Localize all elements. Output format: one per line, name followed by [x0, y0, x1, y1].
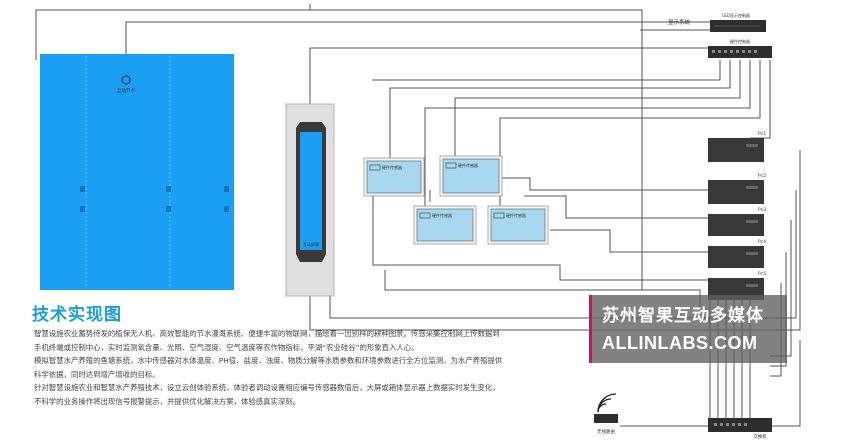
article-line: 模拟智慧水产养殖的鱼塘系统，水中传感器对水体温度、PH值、盐度、浊度、物质分解等… [34, 356, 503, 366]
hardware-controller-label: 硬件控制器 [730, 38, 750, 44]
switch-label: 交换机 [753, 433, 767, 440]
chip-icon [493, 212, 505, 219]
network-switch: 交换机 [708, 418, 772, 440]
sensor-1-label: 硬件传感器 [382, 164, 402, 170]
capsule-screen-label: 互动屏幕 [303, 241, 319, 247]
article-body: 智慧设施农业蓄势待发的植保无人机、高效智能的节水灌溉系统、便捷丰富的物联网，描绘… [34, 327, 594, 409]
watermark-banner: 苏州智果互动多媒体 ALLINLABS.COM [589, 295, 787, 363]
capsule-screen-unit: 互动屏幕 [285, 103, 335, 297]
chip-icon [419, 212, 431, 219]
article-line: 不科学的业务操作将出现信号报警提示，并提供优化解决方案，体验感真实深刻。 [34, 396, 301, 406]
article-line: 针对智慧设施农业和智慧水产养殖技术，设立云创体验系统，体验者调动设置相应编号传感… [34, 383, 500, 393]
sensor-display-2: 硬件传感器 [439, 155, 503, 197]
pc-3-label: Pc3 [758, 207, 766, 213]
left-blue-panel: 互动节点 [40, 54, 234, 290]
led-controller: LED显示控制器 [710, 12, 766, 32]
watermark-url: ALLINLABS.COM [602, 333, 758, 353]
pc-3: Pc3 [708, 207, 766, 236]
pc-1: Pc1 [708, 131, 766, 162]
wifi-router: 无线路由 [594, 393, 618, 435]
hardware-controller: 硬件控制器 [708, 38, 772, 58]
sensor-display-3: 硬件传感器 [413, 205, 477, 245]
sensor-2-label: 硬件传感器 [458, 162, 478, 168]
pc-2: Pc2 [708, 173, 766, 204]
connection-lines [35, 4, 801, 427]
article-line: 科学依据，同时达到增产增收的目标。 [34, 369, 160, 379]
watermark-company: 苏州智果互动多媒体 [602, 306, 764, 326]
left-node-label: 互动节点 [117, 87, 135, 94]
pc-5-label: Pc5 [758, 271, 766, 277]
chip-icon [369, 164, 381, 171]
chip-icon [445, 162, 457, 169]
sensor-3-label: 硬件传感器 [432, 212, 452, 218]
left-node-icon [121, 75, 131, 85]
pc-1-label: Pc1 [758, 131, 766, 137]
pc-4-label: Pc4 [758, 239, 766, 245]
pc-2-label: Pc2 [758, 173, 766, 179]
sensor-display-4: 硬件传感器 [487, 205, 549, 245]
sensor-4-label: 硬件传感器 [506, 212, 526, 218]
article-line: 智慧设施农业蓄势待发的植保无人机、高效智能的节水灌溉系统、便捷丰富的物联网，描绘… [34, 329, 500, 338]
led-controller-label: LED显示控制器 [722, 12, 750, 18]
article-heading: 技术实现图 [32, 305, 122, 325]
wifi-router-label: 无线路由 [597, 428, 615, 435]
sensor-display-1: 硬件传感器 [363, 157, 425, 197]
display-system-label: 显示系统 [668, 18, 691, 26]
pc-5: Pc5 [708, 271, 766, 300]
pc-4: Pc4 [708, 239, 766, 268]
wifi-icon [597, 393, 617, 413]
article-line: 手机终端或控制中心，实时监测氧含量、光照、空气湿度、空气温度等农作物指标，平湖“… [34, 342, 419, 352]
